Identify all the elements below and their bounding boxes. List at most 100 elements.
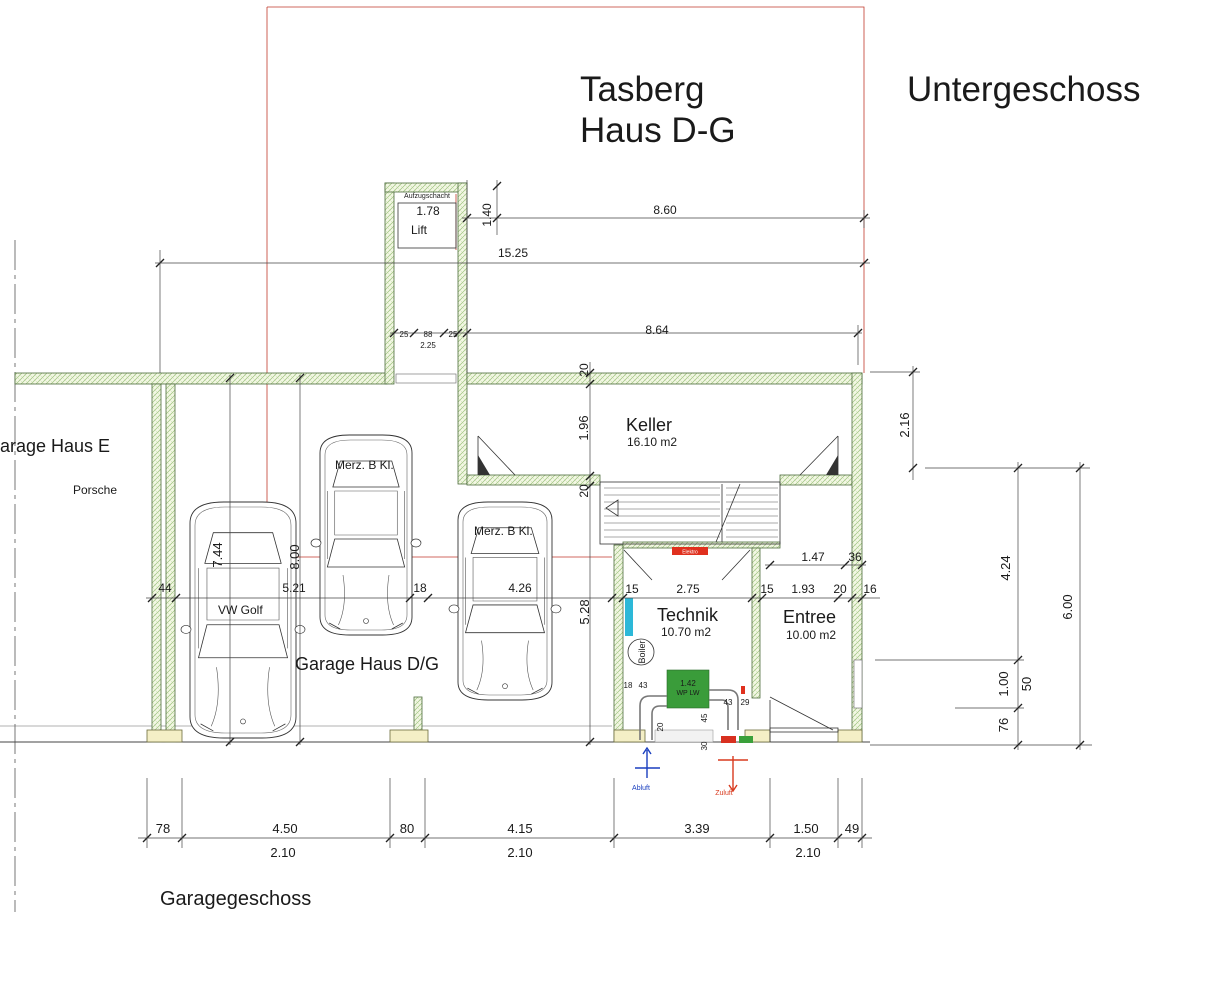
- dimension-tick: [423, 593, 433, 603]
- dim-bottom-width: 80: [400, 821, 414, 836]
- car-mirror: [550, 604, 562, 614]
- car-mirror: [410, 538, 422, 548]
- room-keller-area: 16.10 m2: [627, 435, 677, 449]
- stair-steps: [604, 487, 778, 538]
- supply-unit: [721, 736, 736, 743]
- car-roof: [206, 567, 280, 621]
- wall-top-left: [14, 372, 388, 385]
- heat-pump: [666, 669, 710, 709]
- dim-bottom-width: 49: [845, 821, 859, 836]
- car-merz-2: [448, 501, 562, 701]
- room-entree-area: 10.00 m2: [786, 628, 836, 642]
- duct-right: [709, 689, 739, 730]
- dim-keller-height: 2.16: [897, 412, 912, 437]
- dim-entree-row: 1.47: [801, 550, 825, 564]
- electrical-label: Elektro: [682, 550, 698, 556]
- car-body-inner: [324, 439, 408, 631]
- car-side-windows: [465, 557, 545, 625]
- wall-stub: [837, 729, 863, 743]
- garage-column: [413, 696, 423, 731]
- dimension-tick: [171, 593, 181, 603]
- car-label-porsche: Porsche: [73, 483, 117, 497]
- floor-label: Untergeschoss: [907, 70, 1140, 109]
- room-garage-dg: Garage Haus D/G: [295, 654, 439, 674]
- warning-marker: [741, 686, 745, 694]
- wall-garage-e: [151, 383, 162, 743]
- dimension-tick: [585, 471, 595, 481]
- dimension-tick: [585, 737, 595, 747]
- duct-box: [654, 729, 714, 743]
- dimension-tick: [1013, 703, 1023, 713]
- dim-bottom-width: 3.39: [684, 821, 709, 836]
- car-side-windows: [327, 491, 405, 559]
- boiler-label: Boiler: [637, 640, 647, 663]
- entree-door: [769, 696, 839, 742]
- car-roof: [334, 490, 398, 536]
- car-lights: [329, 622, 403, 630]
- car-roof: [472, 557, 538, 602]
- dim-technik-row: 20: [833, 582, 847, 596]
- duct-left: [639, 695, 667, 740]
- room-entree-name: Entree: [783, 607, 836, 627]
- dimension-tick: [225, 737, 235, 747]
- dim-lift-wall-right: 25: [449, 330, 458, 339]
- lift-label: Lift: [411, 223, 428, 237]
- supply-label: Zuluft: [715, 790, 733, 797]
- dim-door-height: 2.10: [270, 845, 295, 860]
- dim-sill: 50: [1019, 677, 1034, 691]
- dim-technik-row: 1.93: [791, 582, 815, 596]
- lift-door: [395, 373, 457, 384]
- dim-technik-row: 2.75: [676, 582, 700, 596]
- dimension-tick: [492, 213, 502, 223]
- dimension-tick: [765, 560, 775, 570]
- dim-wall-mid: 20: [577, 484, 591, 498]
- dim-lift-to-east: 8.60: [653, 203, 677, 217]
- wall-keller-bottom-left: [466, 474, 601, 486]
- dimension-tick: [1075, 463, 1085, 473]
- dimension-tick: [1013, 740, 1023, 750]
- car-mirror: [448, 604, 460, 614]
- car-rear-window: [332, 460, 400, 488]
- heat-pump-label: WP LW: [676, 690, 699, 697]
- dim-overall: 15.25: [498, 246, 528, 260]
- dim-garage-depth: 8.00: [287, 544, 302, 569]
- dimension-tick: [747, 593, 757, 603]
- dim-equipment: 45: [700, 713, 709, 722]
- dimension-tick: [859, 258, 869, 268]
- level-label: Garagegeschoss: [160, 888, 311, 910]
- dimension-tick: [453, 328, 463, 338]
- heat-pump-size: 1.42: [680, 679, 696, 688]
- dim-entree-height: 4.24: [998, 555, 1013, 580]
- dim-equipment: 43: [724, 698, 733, 707]
- car-hood: [338, 574, 394, 626]
- car-mirror: [310, 538, 322, 548]
- exhaust-marker: Abluft: [632, 746, 660, 792]
- dim-bottom-width: 78: [156, 821, 170, 836]
- wall-lift-left: [384, 182, 395, 385]
- dim-technik-row: 15: [760, 582, 774, 596]
- wall-garage-dg: [165, 383, 176, 743]
- dim-garage-row: 44: [158, 581, 172, 595]
- dimension-tick: [618, 593, 628, 603]
- wall-stub: [389, 729, 429, 743]
- dim-bottom-width: 4.15: [507, 821, 532, 836]
- dim-technik-row: 15: [625, 582, 639, 596]
- room-technik-area: 10.70 m2: [661, 625, 711, 639]
- dim-equipment: 30: [700, 741, 709, 750]
- dimension-tick: [840, 560, 850, 570]
- dimension-tick: [847, 593, 857, 603]
- dim-lift-wall-left: 25: [400, 330, 409, 339]
- car-rear-window: [470, 527, 540, 554]
- car-lights: [200, 723, 286, 732]
- dim-technik-row: 16: [863, 582, 877, 596]
- dimension-tick: [492, 181, 502, 191]
- dim-equipment: 18: [624, 681, 633, 690]
- room-keller-name: Keller: [626, 415, 672, 435]
- car-windshield: [197, 624, 289, 659]
- dim-keller-depth: 1.96: [576, 415, 591, 440]
- car-label-merz-2: Merz. B Kl.: [474, 524, 533, 538]
- dim-garage-row: 4.26: [508, 581, 532, 595]
- dimension-tick: [1013, 463, 1023, 473]
- dim-keller-width: 8.64: [645, 323, 669, 337]
- dimension-tick: [585, 379, 595, 389]
